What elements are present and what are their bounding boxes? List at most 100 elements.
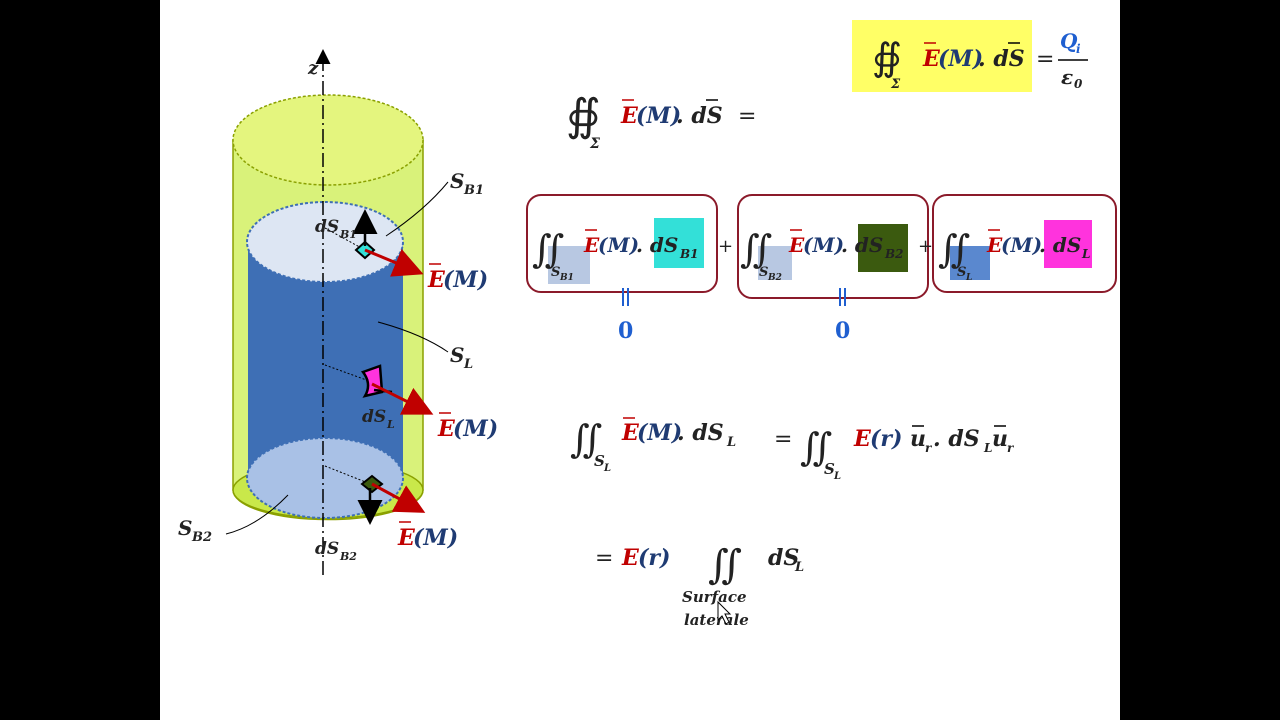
term-sb2: ∬ S B2 E (M) . dS B2 [737,194,929,299]
frame-sl [932,194,1117,293]
svg-text:. dS: . dS [1039,233,1081,257]
svg-text:i: i [1076,42,1081,56]
svg-text:E: E [427,267,446,293]
svg-text:S: S [450,169,464,193]
double-integral-icon: ∬ [800,425,832,469]
svg-text:(M): (M) [413,525,458,551]
base-disk-b1 [246,201,404,283]
plus-2: + [918,236,933,257]
svg-text:. dS: . dS [841,233,883,257]
svg-text:E: E [583,233,600,257]
svg-text:(M): (M) [637,420,682,446]
svg-text:S: S [824,460,835,478]
lateral-flux-equation: ∬ S L E (M) . dS L = ∬ S L E (r) u r . d… [570,417,1015,482]
svg-text:L: L [386,418,395,431]
svg-text:L: L [1081,247,1090,261]
highlight-dsl [1044,220,1092,268]
svg-text:E: E [437,416,456,442]
svg-text:E: E [620,103,639,129]
domain-label-laterale: laterale [684,611,749,629]
gauss-highlight [852,20,1032,92]
z-axis-label: z [307,58,319,79]
svg-text:(M): (M) [938,46,983,72]
svg-text:r: r [925,441,933,455]
svg-text:S: S [450,343,464,367]
svg-text:L: L [603,463,611,474]
svg-text:B2: B2 [884,247,904,261]
svg-text:Σ: Σ [589,136,600,152]
svg-text:L: L [833,471,841,482]
svg-text:(M): (M) [803,233,844,257]
field-arrow-top [364,248,424,277]
svg-text:dS: dS [362,407,386,427]
closed-integral-icon: ∯ [872,35,902,79]
double-integral-icon: ∬ [708,542,742,588]
svg-text:L: L [726,435,736,450]
svg-text:(r): (r) [638,545,670,571]
svg-text:L: L [965,273,972,283]
svg-text:. dS: . dS [636,233,678,257]
svg-text:Q: Q [1060,29,1078,53]
svg-text:E: E [788,233,805,257]
svg-text:ε: ε [1061,65,1073,89]
svg-text:E: E [986,233,1003,257]
svg-text:. dS: . dS [676,103,723,129]
svg-text:S: S [178,516,192,540]
svg-text:L: L [794,560,804,575]
zero-sb2: 0 [835,288,850,344]
label-dsl: dS L [362,407,395,431]
svg-text:=: = [1036,47,1054,72]
svg-text:0: 0 [618,318,633,344]
svg-text:dS: dS [315,539,339,559]
svg-text:S: S [759,265,768,280]
svg-text:0: 0 [835,318,850,344]
svg-text:u: u [992,426,1008,452]
svg-text:. dS: . dS [933,426,980,452]
svg-text:(M): (M) [1001,233,1042,257]
flux-equation: ∯ Σ E (M) . dS = [566,90,756,152]
label-sl: S L [450,343,473,372]
label-sb2: S B2 [178,516,212,545]
svg-text:E: E [922,46,941,72]
highlight-sl-domain [950,246,990,280]
svg-text:(r): (r) [870,426,902,452]
svg-text:S: S [551,265,560,280]
element-dsl [360,364,384,398]
svg-text:L: L [463,357,473,372]
svg-text:dS: dS [315,217,339,237]
frame-sb2 [737,194,929,299]
closed-integral-icon: ∯ [566,90,601,141]
slide: z S B1 dS B1 S L [160,0,1120,720]
domain-label-surface: Surface [682,588,747,606]
double-integral-icon: ∬ [532,227,564,271]
svg-text:=: = [595,546,613,571]
svg-text:B2: B2 [191,530,212,545]
svg-text:. dS: . dS [677,420,724,446]
svg-text:Σ: Σ [890,77,901,92]
svg-text:(M): (M) [443,267,488,293]
label-field-top: E (M) [427,263,488,293]
radius-line-mid [324,364,373,383]
svg-text:0: 0 [1074,77,1083,91]
svg-text:E: E [853,426,872,452]
mouse-cursor-icon [717,600,732,625]
svg-text:E: E [397,525,416,551]
svg-text:S: S [957,265,966,280]
term-sl: ∬ S L E (M) . dS L [932,194,1117,293]
svg-text:B2: B2 [339,550,357,563]
highlight-dsb2 [858,224,908,272]
double-integral-icon: ∬ [938,227,970,271]
svg-text:. dS: . dS [978,46,1025,72]
svg-text:E: E [621,545,640,571]
highlight-sb2-domain [758,246,792,280]
svg-text:B1: B1 [559,273,574,283]
label-dsb2: dS B2 [315,539,357,563]
leader-sl [377,321,449,353]
label-sb1: S B1 [450,169,484,198]
field-arrow-bottom [371,482,426,513]
label-dsb1: dS B1 [315,217,357,241]
label-field-mid: E (M) [437,412,498,442]
plus-1: + [718,236,733,257]
double-integral-icon: ∬ [570,417,602,461]
highlight-dsb1 [654,218,704,268]
